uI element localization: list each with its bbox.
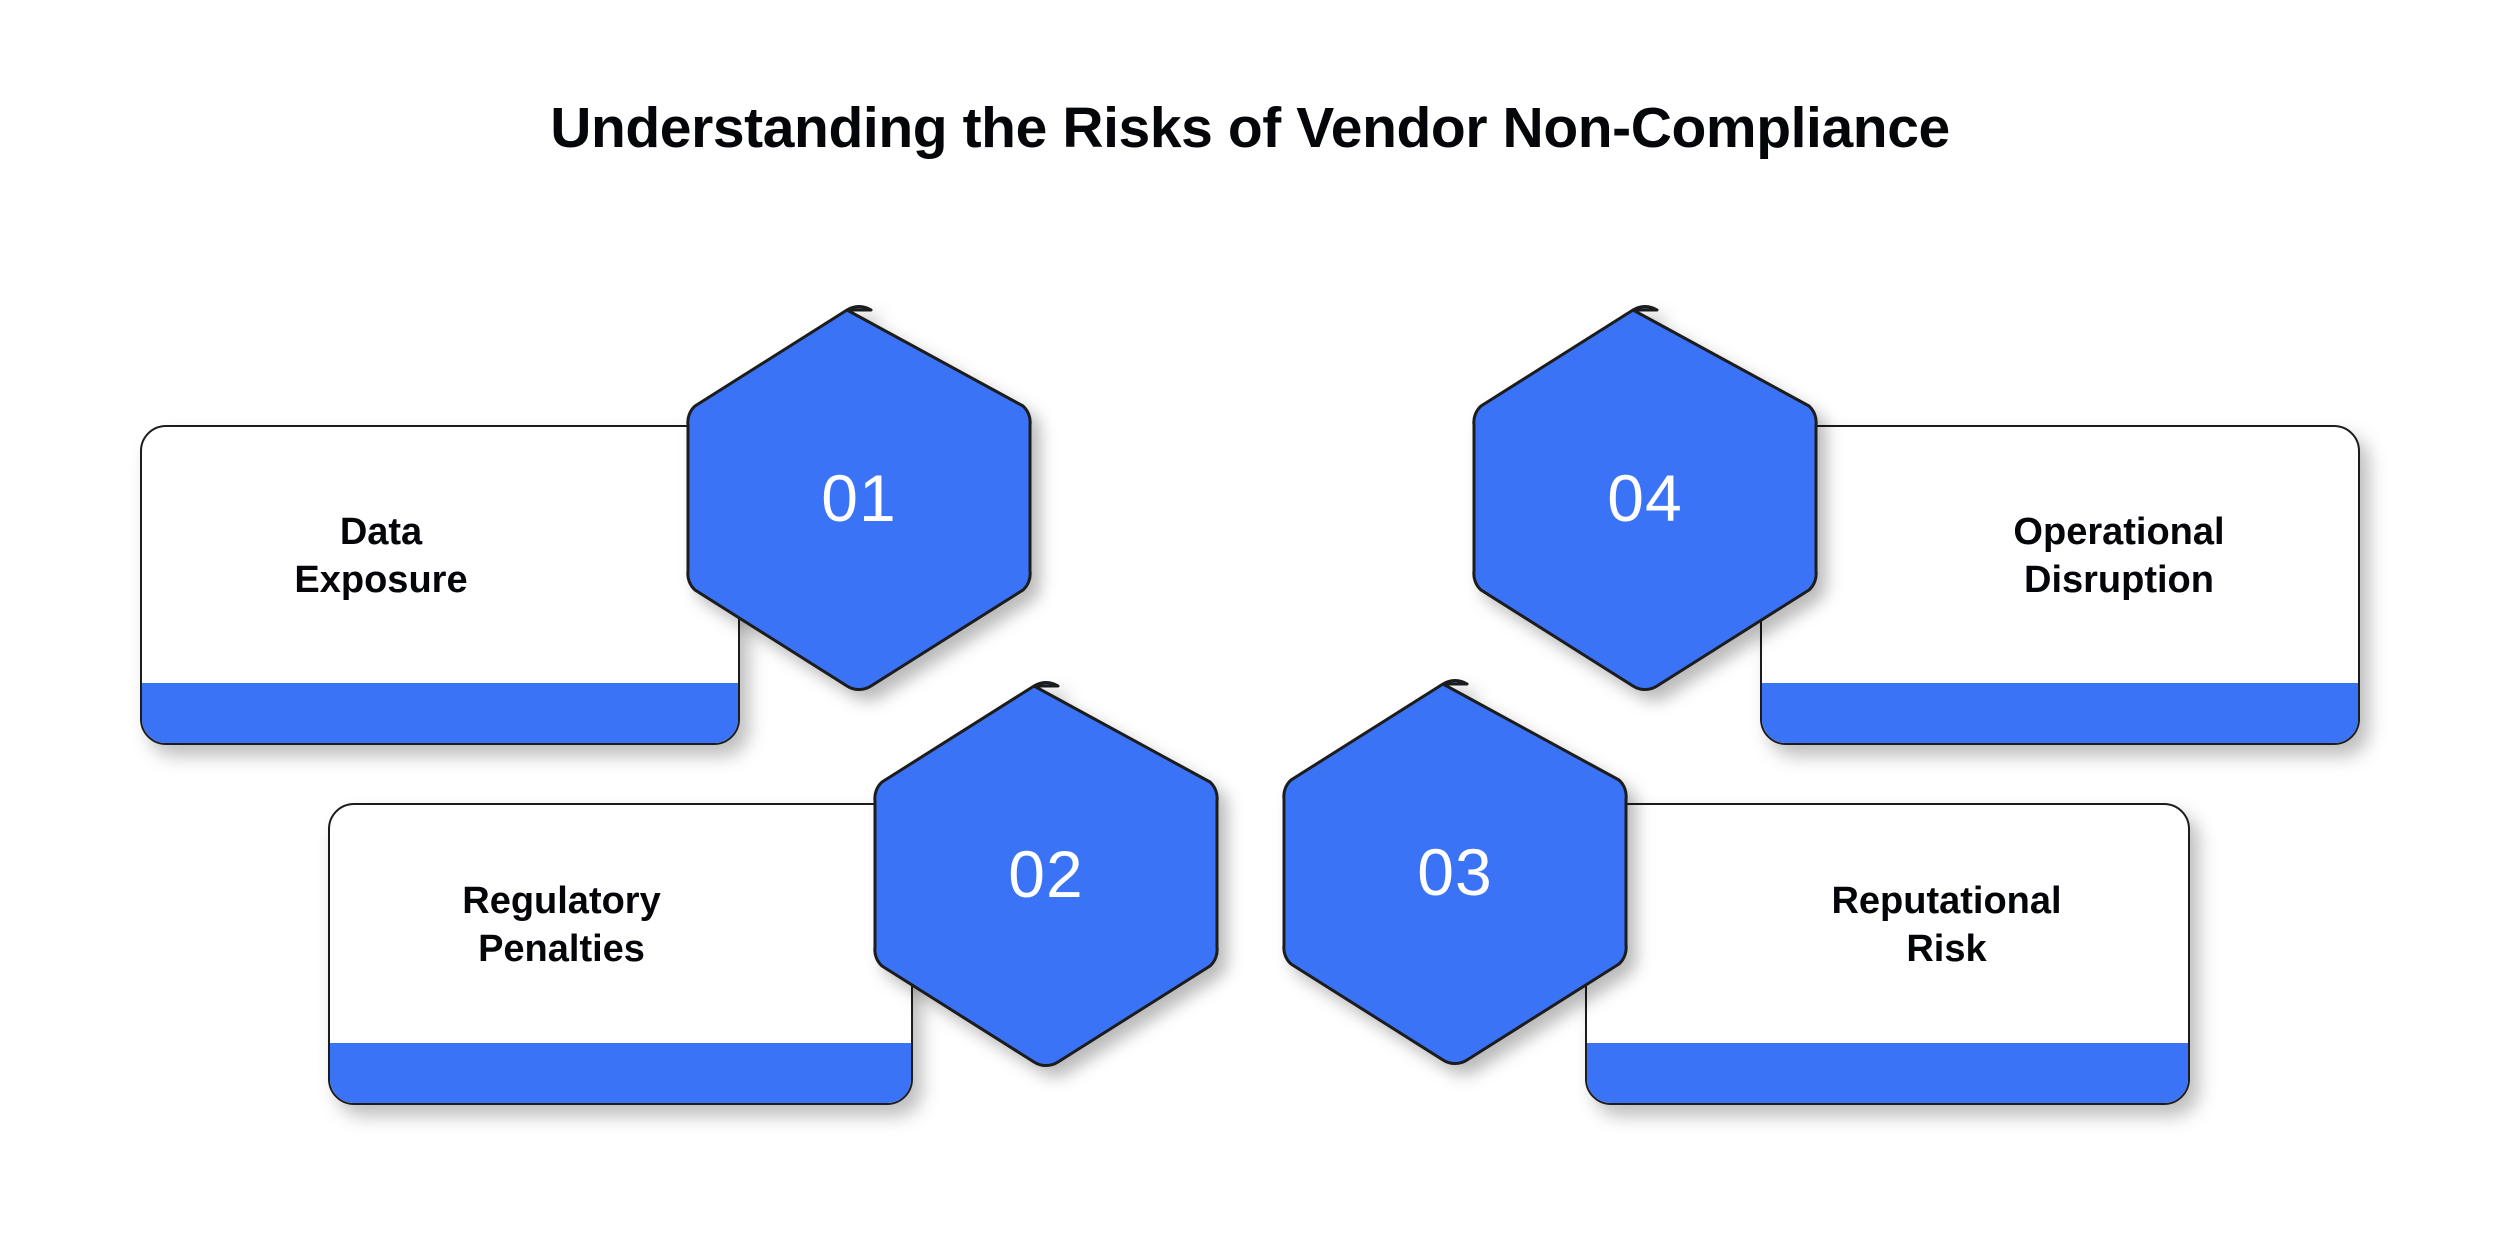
risk-card-label-line1: Data xyxy=(339,511,423,554)
risk-card-reputational-risk[interactable]: Reputational Risk xyxy=(1585,803,2190,1105)
risk-card-label: Reputational Risk xyxy=(1587,878,2188,974)
step-badge-03[interactable]: 03 xyxy=(1282,679,1628,1065)
risk-card-accent-bar xyxy=(1762,683,2358,743)
hexagon-icon xyxy=(1282,679,1628,1065)
risk-card-label: Operational Disruption xyxy=(1762,509,2358,605)
risk-card-operational-disruption[interactable]: Operational Disruption xyxy=(1760,425,2360,745)
hexagon-icon xyxy=(873,681,1219,1067)
step-badge-01[interactable]: 01 xyxy=(686,305,1032,691)
risk-card-accent-bar xyxy=(330,1043,911,1103)
step-badge-02[interactable]: 02 xyxy=(873,681,1219,1067)
risk-card-data-exposure[interactable]: Data Exposure xyxy=(140,425,740,745)
hexagon-icon xyxy=(686,305,1032,691)
risk-card-label-line2: Penalties xyxy=(478,928,645,970)
page-title: Understanding the Risks of Vendor Non-Co… xyxy=(550,96,1950,160)
step-badge-04[interactable]: 04 xyxy=(1472,305,1818,691)
risk-card-label-line2: Exposure xyxy=(294,559,468,601)
risk-card-label: Data Exposure xyxy=(142,509,738,605)
risk-card-label-line1: Operational xyxy=(2013,511,2225,554)
risk-card-label-line2: Risk xyxy=(1906,928,1987,970)
risk-card-accent-bar xyxy=(1587,1043,2188,1103)
risk-card-label-line1: Reputational xyxy=(1831,880,2062,923)
risk-card-label-line1: Regulatory xyxy=(462,880,661,923)
hexagon-icon xyxy=(1472,305,1818,691)
risk-card-regulatory-penalties[interactable]: Regulatory Penalties xyxy=(328,803,913,1105)
risk-card-label: Regulatory Penalties xyxy=(330,878,911,974)
risk-card-accent-bar xyxy=(142,683,738,743)
risk-card-label-line2: Disruption xyxy=(2024,559,2214,601)
